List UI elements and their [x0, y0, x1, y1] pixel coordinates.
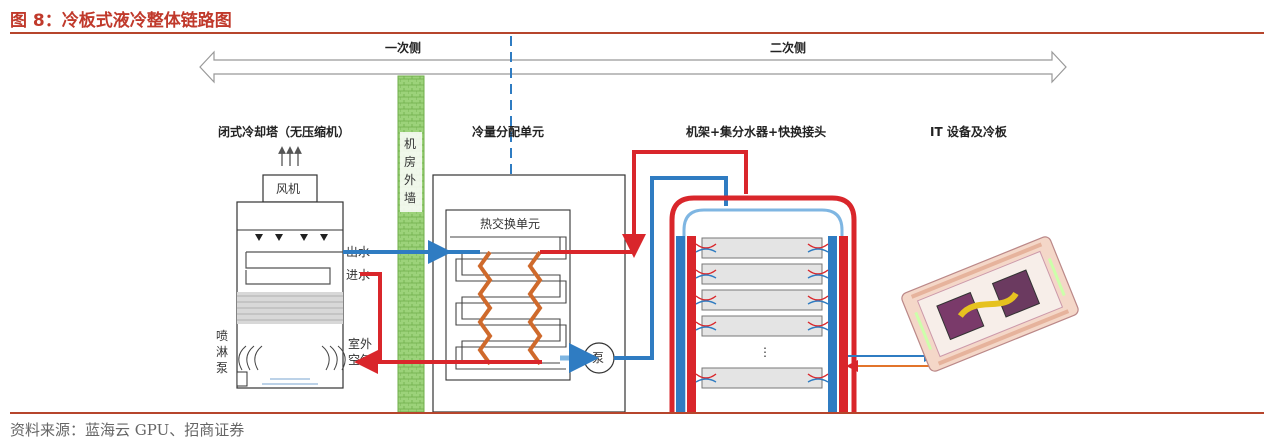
rack-label: 机架+集分水器+快换接头	[686, 124, 826, 139]
server-rack: ⋮	[669, 195, 857, 412]
it-equipment-label: IT 设备及冷板	[930, 124, 1008, 139]
hot-return-pipe	[540, 150, 748, 254]
it-equipment-cold-plate	[901, 236, 1079, 372]
outdoor-air-label-1: 室外	[348, 336, 372, 351]
primary-side-label: 一次侧	[385, 40, 421, 55]
spray-pump-label-1: 喷	[216, 329, 228, 343]
cold-supply-pipe	[614, 176, 728, 360]
figure-title: 图 8：冷板式液冷整体链路图	[10, 11, 232, 31]
fan-box	[262, 174, 318, 203]
cdu-box: 热交换单元 泵	[432, 174, 626, 412]
title-divider	[10, 32, 1264, 34]
liquid-cooling-diagram: 一次侧 二次侧 闭式冷却塔（无压缩机） 冷量分配单元 机架+集分水器+快换接头 …	[199, 36, 1079, 412]
cooling-tower-label: 闭式冷却塔（无压缩机）	[218, 124, 350, 139]
fan-label: 风机	[276, 182, 300, 196]
wall-label-3: 外	[404, 173, 416, 187]
inlet-water-pipe	[360, 272, 382, 362]
inlet-water-label: 进水	[346, 268, 370, 282]
heat-exchanger-label: 热交换单元	[480, 216, 540, 231]
wall-label-1: 机	[404, 137, 416, 151]
cdu-label: 冷量分配单元	[472, 124, 544, 139]
spray-pump-label-3: 泵	[216, 361, 228, 375]
outdoor-air-label-2: 空气	[348, 352, 372, 367]
cooling-tower: 风机 出水 进水 室外 空气 喷 淋 泵	[216, 146, 372, 389]
machine-room-wall: 机 房 外 墙	[397, 75, 425, 412]
wall-label-2: 房	[404, 154, 416, 169]
side-span-arrow	[199, 50, 1067, 84]
pump-label: 泵	[592, 351, 604, 365]
rack-ellipsis: ⋮	[759, 345, 771, 359]
figure-header: 图 8：冷板式液冷整体链路图	[0, 0, 1274, 34]
figure-source: 资料来源：蓝海云 GPU、招商证券	[10, 421, 245, 439]
secondary-side-label: 二次侧	[770, 40, 806, 55]
spray-pump-label-2: 淋	[216, 345, 228, 359]
source-divider	[10, 412, 1264, 414]
wall-label-4: 墙	[404, 191, 416, 205]
